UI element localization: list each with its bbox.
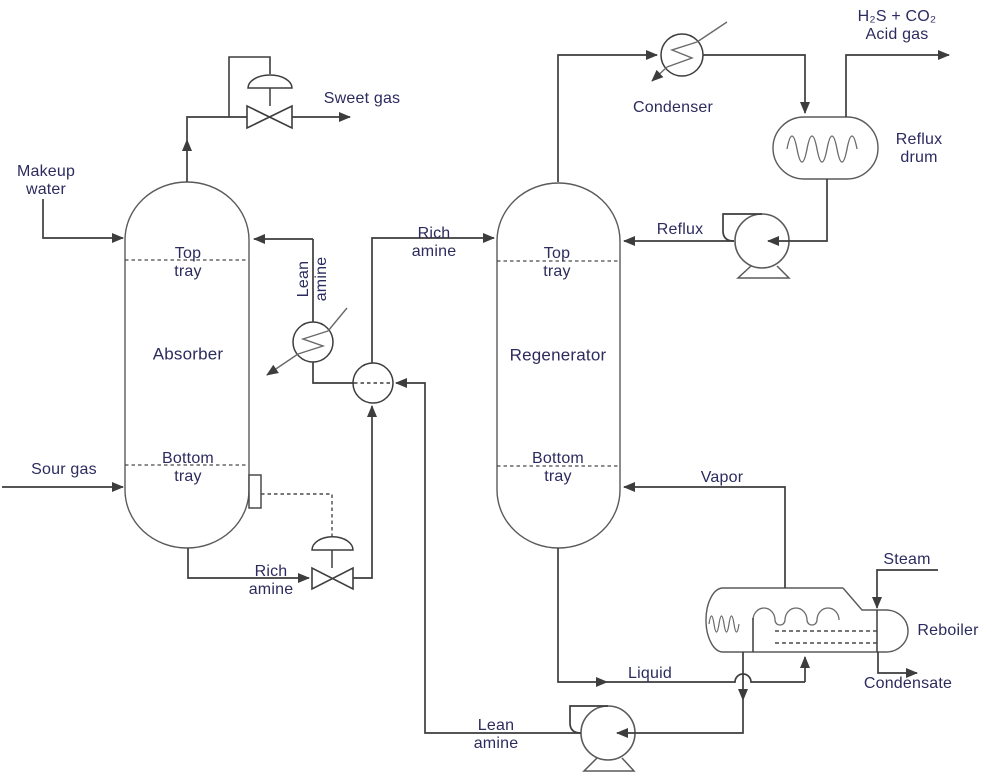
- valve-body: [246, 104, 293, 130]
- rich-lean-heat-exchanger: [352, 362, 394, 404]
- valve-body: [311, 566, 354, 591]
- label-acid-gas: H₂S + CO₂ Acid gas: [857, 8, 937, 43]
- label-reflux: Reflux: [656, 221, 704, 239]
- regenerator-vessel: [496, 182, 621, 549]
- lean-amine-pump-feet: [582, 757, 636, 772]
- reflux-drum-vessel: [772, 116, 879, 180]
- label-rich-amine-to-regenerator: Rich amine: [411, 225, 457, 260]
- pipe-rich-amine-bottom: [187, 548, 310, 583]
- reflux-pump: [722, 213, 791, 279]
- pipe-regenerator-overhead: [557, 50, 658, 182]
- pipe-condensate: [877, 652, 918, 678]
- valve-actuator-dome: [311, 535, 354, 551]
- signal-line-level-to-valve: [261, 493, 333, 536]
- label-sweet-gas: Sweet gas: [323, 90, 401, 108]
- pipe-rich-amine-riser: [353, 405, 377, 579]
- label-vapor: Vapor: [700, 469, 744, 487]
- pipe-rich-amine-to-regenerator: [371, 233, 495, 363]
- pipe-sweet-gas: [186, 117, 350, 140]
- pipe-lean-amine-return: [395, 378, 580, 734]
- reboiler-tube-bundle-humps: [752, 607, 840, 626]
- cooler-duty-arrow: [267, 307, 348, 375]
- condenser-duty-arrow: [652, 21, 728, 81]
- label-liquid: Liquid: [628, 665, 672, 683]
- valve-actuator-dome: [247, 74, 293, 89]
- rich-amine-control-valve: [311, 535, 354, 591]
- pipe-vapor: [623, 482, 786, 588]
- pipe-steam: [872, 569, 938, 609]
- pipe-condenser-to-drum: [703, 54, 810, 114]
- level-instrument: [248, 474, 262, 509]
- pipe-lean-amine-to-pump: [616, 700, 744, 738]
- pipe-makeup-water: [42, 199, 124, 243]
- condenser-zigzag: [666, 41, 698, 68]
- label-reflux-drum: Reflux drum: [895, 131, 943, 166]
- lean-amine-pump: [569, 705, 636, 772]
- label-absorber: Absorber: [152, 344, 224, 364]
- label-lean-amine-from-reboiler: Lean amine: [473, 717, 519, 752]
- label-reboiler: Reboiler: [917, 622, 979, 640]
- label-sour-gas: Sour gas: [31, 461, 97, 479]
- signal-line-sweet-gas-valve: [228, 56, 271, 117]
- sweet-gas-control-valve: [246, 74, 293, 130]
- label-absorber-top-tray: Top tray: [174, 245, 202, 280]
- label-regenerator: Regenerator: [509, 345, 607, 365]
- reboiler-vessel: [705, 587, 909, 653]
- label-makeup-water: Makeup water: [16, 163, 76, 198]
- pipe-liquid-a: [557, 548, 608, 687]
- pipe-acid-gas: [845, 50, 950, 117]
- label-rich-amine-from-absorber: Rich amine: [248, 563, 294, 598]
- label-condensate: Condensate: [863, 675, 953, 693]
- label-regenerator-bottom-tray: Bottom tray: [532, 450, 584, 485]
- label-condenser: Condenser: [632, 99, 714, 117]
- pipe-drum-to-reflux-pump: [767, 179, 828, 246]
- lean-amine-cooler: [267, 307, 348, 375]
- label-absorber-bottom-tray: Bottom tray: [162, 450, 214, 485]
- label-lean-amine-to-absorber: Lean amine: [295, 256, 330, 302]
- pipe-lean-amine-cooler-leg: [312, 239, 354, 384]
- label-steam: Steam: [883, 551, 931, 569]
- condenser-exchanger: [652, 21, 728, 81]
- reboiler-steam-tubes-dashed: [775, 630, 877, 644]
- reflux-drum-liquid-squiggle: [786, 135, 858, 163]
- reflux-pump-feet: [736, 265, 791, 279]
- reboiler-coil-squiggle: [708, 615, 740, 633]
- cooler-zigzag: [297, 330, 329, 355]
- label-regenerator-top-tray: Top tray: [543, 245, 571, 280]
- reboiler-internal-lines: [752, 610, 878, 652]
- absorber-vessel: [124, 181, 250, 549]
